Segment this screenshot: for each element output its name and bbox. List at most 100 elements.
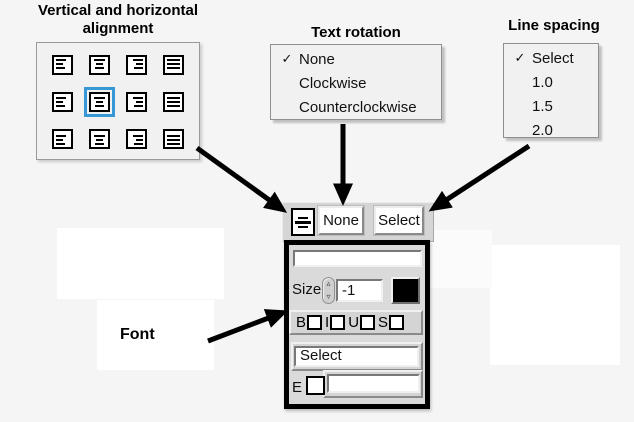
alignment-icon-middle-center[interactable] — [84, 87, 115, 117]
background-patch — [97, 300, 214, 370]
alignment-icon-top-left[interactable] — [52, 55, 73, 75]
alignment-icon-middle-right[interactable] — [126, 92, 147, 112]
align-glyph-bar — [95, 139, 104, 141]
alignment-grid — [36, 42, 200, 160]
align-glyph-bar — [167, 135, 180, 137]
checkmark-icon: ✓ — [281, 51, 293, 66]
size-label: Size — [292, 281, 322, 298]
alignment-icon-top-justify[interactable] — [163, 55, 184, 75]
arrow-spacing-to-panel — [428, 143, 531, 212]
line-spacing-title: Line spacing — [508, 17, 600, 34]
align-glyph-bar — [298, 216, 308, 219]
align-glyph-bar — [133, 143, 143, 145]
menu-item-label: Clockwise — [299, 74, 367, 92]
spinner-down-icon[interactable]: ▿ — [326, 292, 331, 301]
e-checkbox[interactable] — [306, 376, 325, 395]
align-glyph-bar — [167, 97, 180, 99]
style-checkbox-b[interactable] — [307, 315, 323, 330]
alignment-icon-top-center[interactable] — [89, 55, 110, 75]
alignment-icon-bottom-left[interactable] — [52, 129, 73, 149]
background-patch — [430, 230, 492, 288]
align-glyph-bar — [95, 101, 104, 103]
align-glyph-bar — [132, 59, 143, 61]
spacing-ring-button[interactable]: Select — [374, 206, 424, 235]
style-label-i: I — [325, 314, 330, 331]
style-checkbox-u[interactable] — [360, 315, 376, 330]
menu-item-label: Counterclockwise — [299, 98, 417, 116]
background-patch — [490, 245, 620, 365]
align-glyph-bar — [56, 97, 67, 99]
menu-item-label: 1.5 — [532, 97, 553, 115]
align-glyph-bar — [295, 220, 311, 224]
style-checkbox-i[interactable] — [330, 315, 346, 330]
alignment-icon-top-right[interactable] — [126, 55, 147, 75]
align-glyph-bar — [94, 135, 105, 137]
align-glyph-bar — [95, 63, 104, 65]
background-patch — [57, 228, 224, 299]
sample-text-field[interactable] — [293, 250, 422, 267]
alignment-section-title: Vertical and horizontal alignment — [8, 2, 228, 38]
alignment-icon-middle-justify[interactable] — [163, 92, 184, 112]
alignment-title-line2: alignment — [82, 20, 154, 37]
alignment-ring-button[interactable] — [291, 208, 315, 236]
menu-item-label: None — [299, 50, 335, 68]
rotation-ring-button[interactable]: None — [318, 206, 364, 235]
alignment-icon-bottom-center[interactable] — [89, 129, 110, 149]
align-glyph-bar — [56, 135, 67, 137]
menu-item-none[interactable]: ✓ None — [271, 47, 441, 71]
align-glyph-bar — [135, 101, 143, 103]
arrow-font-to-panel — [207, 309, 289, 344]
align-glyph-bar — [56, 101, 64, 103]
checkmark-icon: ✓ — [514, 50, 526, 65]
text-rotation-title: Text rotation — [311, 24, 401, 41]
menu-item-label: 2.0 — [532, 121, 553, 139]
align-glyph-bar — [167, 59, 180, 61]
align-glyph-bar — [56, 63, 64, 65]
align-glyph-bar — [133, 67, 143, 69]
alignment-icon-bottom-justify[interactable] — [163, 129, 184, 149]
alignment-icon-bottom-right[interactable] — [126, 129, 147, 149]
align-glyph-bar — [94, 143, 105, 145]
style-checkbox-s[interactable] — [389, 315, 405, 330]
text-color-swatch[interactable] — [391, 277, 420, 304]
align-glyph-bar — [167, 105, 180, 107]
align-glyph-bar — [167, 67, 180, 69]
align-glyph-bar — [167, 63, 180, 65]
align-glyph-bar — [167, 139, 180, 141]
align-glyph-bar — [133, 105, 143, 107]
alignment-icon-middle-left[interactable] — [52, 92, 73, 112]
align-glyph-bar — [56, 143, 66, 145]
align-glyph-bar — [94, 67, 105, 69]
align-glyph-bar — [56, 105, 66, 107]
size-input[interactable] — [336, 279, 383, 302]
font-annotation-label: Font — [120, 326, 155, 343]
align-glyph-bar — [167, 101, 180, 103]
e-text-field[interactable] — [327, 374, 420, 393]
align-glyph-bar — [94, 59, 105, 61]
menu-item-label: Select — [532, 49, 574, 67]
align-glyph-bar — [135, 139, 143, 141]
spinner-up-icon[interactable]: ▵ — [326, 279, 331, 288]
align-glyph-bar — [94, 105, 105, 107]
e-label: E — [292, 379, 303, 396]
alignment-title-line1: Vertical and horizontal — [37, 2, 199, 19]
style-label-u: U — [348, 314, 360, 331]
align-glyph-bar — [94, 97, 105, 99]
font-name-select[interactable]: Select — [294, 346, 419, 367]
menu-item-2-0[interactable]: 2.0 — [504, 118, 598, 142]
menu-item-1-5[interactable]: 1.5 — [504, 94, 598, 118]
align-glyph-bar — [56, 59, 67, 61]
style-label-s: S — [378, 314, 389, 331]
menu-item-select[interactable]: ✓ Select — [504, 46, 598, 70]
align-glyph-bar — [132, 97, 143, 99]
align-glyph-bar — [56, 139, 64, 141]
size-spinner[interactable]: ▵ ▿ — [322, 277, 335, 304]
menu-item-1-0[interactable]: 1.0 — [504, 70, 598, 94]
align-glyph-bar — [56, 67, 66, 69]
arrow-alignment-to-panel — [195, 145, 288, 213]
menu-item-counterclockwise[interactable]: Counterclockwise — [271, 95, 441, 119]
menu-item-clockwise[interactable]: Clockwise — [271, 71, 441, 95]
menu-item-label: 1.0 — [532, 73, 553, 91]
